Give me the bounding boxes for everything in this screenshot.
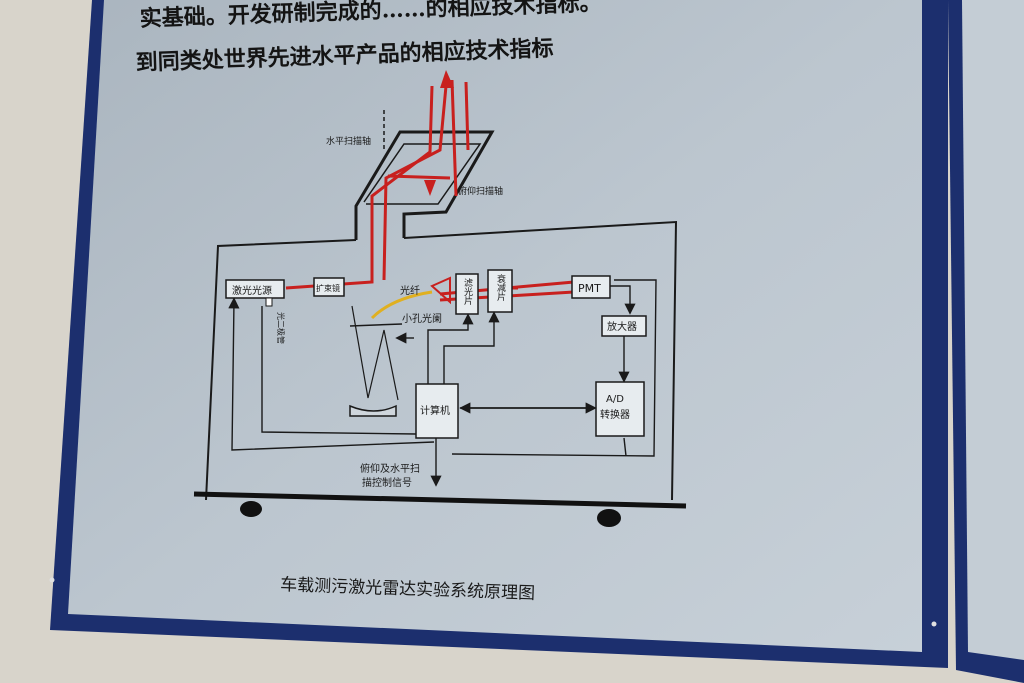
laser-source-box	[225, 279, 285, 299]
telescope-mirror	[349, 404, 397, 417]
signal-lines	[228, 279, 657, 487]
telescope-rays	[351, 305, 399, 401]
filter-label: 滤光片	[462, 277, 473, 306]
housing-left	[205, 239, 357, 501]
wheel-right	[597, 509, 621, 527]
beam-expander-box	[313, 277, 345, 297]
amplifier-label: 放大器	[607, 320, 637, 333]
scan-control-label-1: 俯仰及水平扫	[360, 462, 420, 475]
screw-left	[49, 577, 55, 583]
ad-converter-box	[595, 381, 645, 437]
laser-source-label: 激光光源	[232, 284, 272, 297]
scan-control-label-2: 描控制信号	[362, 476, 412, 489]
fiber-label: 光纤	[400, 284, 420, 297]
ad-converter-label-2: 转换器	[600, 408, 630, 421]
attenuator-label: 衰减片	[495, 273, 506, 302]
beam-arrow-in	[424, 180, 436, 196]
housing-right	[403, 220, 678, 501]
horizontal-scan-axis-label: 水平扫描轴	[326, 135, 371, 147]
pmt-label: PMT	[578, 282, 601, 295]
photodiode-label: 光二极管	[276, 312, 286, 344]
lidar-diagram: 激光光源 扩束镜 光二极管 滤光片 衰减片 PMT 放大器 A/D 转换器 计算…	[193, 70, 687, 527]
vehicle-platform	[193, 491, 687, 509]
computer-box	[415, 383, 459, 439]
pinhole-line	[349, 323, 403, 327]
beam-expander-label: 扩束镜	[316, 283, 340, 293]
ad-converter-label-1: A/D	[606, 394, 624, 405]
beam-arrow-out	[440, 70, 454, 88]
panel-board	[68, 0, 922, 652]
adjacent-panel-board	[962, 0, 1024, 660]
scanner-mirror	[363, 143, 482, 205]
screw-right	[931, 621, 937, 627]
pinhole-label: 小孔光阑	[402, 312, 442, 325]
fiber-coupler	[430, 276, 451, 305]
attenuator-box	[487, 269, 513, 313]
computer-label: 计算机	[420, 404, 450, 417]
elevation-scan-axis-label: 俯仰扫描轴	[458, 185, 503, 197]
pmt-box	[571, 275, 611, 299]
photodiode-box	[265, 297, 273, 307]
wheel-left	[240, 501, 262, 517]
scanner-housing	[354, 130, 495, 240]
optical-fiber	[370, 290, 433, 320]
